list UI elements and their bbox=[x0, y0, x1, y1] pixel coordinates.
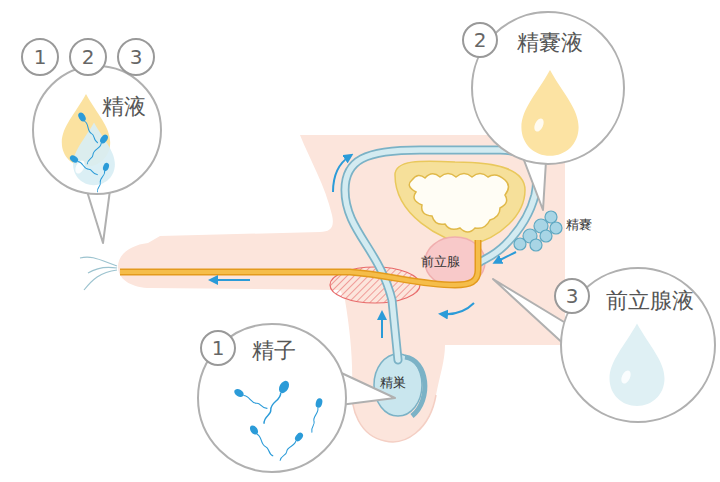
callout-number: 2 bbox=[474, 29, 487, 51]
callout-number: 1 bbox=[212, 337, 225, 359]
callout-heading: 精液 bbox=[102, 95, 146, 119]
callout-heading: 精子 bbox=[252, 339, 296, 363]
urethra bbox=[120, 240, 478, 285]
callout-number: 3 bbox=[566, 285, 579, 307]
callout-number: 1 bbox=[21, 38, 59, 76]
flow-arrows bbox=[212, 156, 516, 338]
callout-number: 2 bbox=[69, 38, 107, 76]
part-label: 精巣 bbox=[380, 376, 406, 390]
urethra-outline bbox=[120, 240, 478, 285]
callout-number: 2 bbox=[82, 46, 95, 68]
epididymis bbox=[405, 357, 425, 416]
vas-deferens bbox=[345, 150, 537, 360]
part-label: 前立腺 bbox=[421, 255, 460, 269]
callout-number: 3 bbox=[117, 38, 155, 76]
bladder bbox=[395, 161, 525, 245]
callout-number: 1 bbox=[34, 46, 47, 68]
callout-number: 3 bbox=[130, 46, 143, 68]
splash bbox=[80, 257, 117, 290]
callout-bubble: 精液 bbox=[32, 65, 162, 195]
seminal-vesicle bbox=[514, 211, 562, 251]
part-label: 精嚢 bbox=[566, 218, 592, 232]
bladder-inner bbox=[409, 174, 508, 233]
callout-heading: 前立腺液 bbox=[606, 289, 694, 313]
callout-number: 1 bbox=[200, 330, 236, 366]
callout-number: 2 bbox=[462, 22, 498, 58]
callout-art bbox=[34, 67, 164, 197]
callout-heading: 精嚢液 bbox=[517, 31, 583, 55]
callout-number: 3 bbox=[554, 278, 590, 314]
vas-deferens-outline bbox=[345, 150, 537, 360]
